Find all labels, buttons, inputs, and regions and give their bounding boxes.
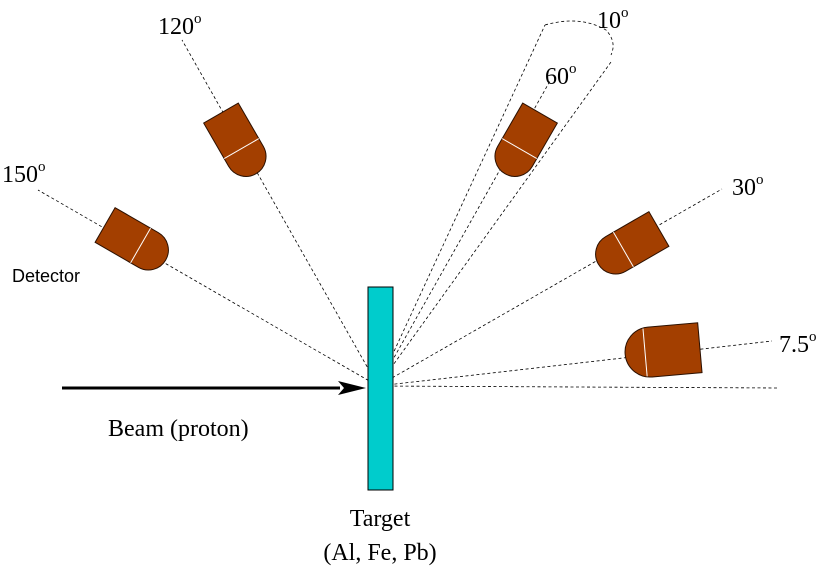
target-materials-label: (Al, Fe, Pb): [323, 540, 436, 566]
target-label: Target: [350, 506, 411, 532]
detector-label: Detector: [12, 266, 80, 286]
detector-7-5: [624, 322, 703, 378]
detector-120-seam: [223, 138, 260, 160]
detector-7-5-seam: [642, 328, 648, 377]
guide-0-deg: [377, 385, 779, 389]
detector-150-body: [94, 206, 169, 271]
detector-30-body: [595, 210, 670, 275]
detector-60: [494, 102, 559, 177]
guide-150-deg: [37, 189, 379, 387]
angle-60-label: 60o: [545, 61, 577, 90]
detector-120-body: [202, 102, 267, 177]
beam-arrowhead: [338, 381, 366, 395]
guide-10-right: [377, 61, 612, 387]
detector-120: [202, 102, 267, 177]
detectors: [94, 102, 703, 378]
angle-guides: [37, 20, 779, 389]
detector-7-5-body: [624, 322, 703, 378]
guide-7-5-deg: [377, 340, 773, 387]
angle-10-label: 10o: [597, 5, 629, 34]
guide-30-deg: [377, 188, 723, 387]
beam-arrow: [62, 381, 366, 395]
angle-7-5-label: 7.5o: [779, 329, 817, 358]
angle-labels: 150o 120o 60o 10o 30o 7.5o: [2, 5, 817, 358]
guide-10-arc: [544, 20, 614, 56]
angle-120-label: 120o: [158, 11, 202, 40]
angle-30-label: 30o: [732, 172, 764, 201]
detector-30-seam: [612, 231, 634, 268]
beam-label: Beam (proton): [108, 416, 249, 442]
detector-30: [595, 210, 670, 275]
detector-150-seam: [130, 227, 152, 264]
angle-150-label: 150o: [2, 159, 46, 188]
guide-120-deg: [181, 39, 379, 387]
detector-60-body: [494, 102, 559, 177]
target: [367, 286, 394, 491]
guide-10-left: [377, 24, 546, 387]
detector-60-seam: [501, 138, 538, 160]
detector-150: [94, 206, 169, 271]
